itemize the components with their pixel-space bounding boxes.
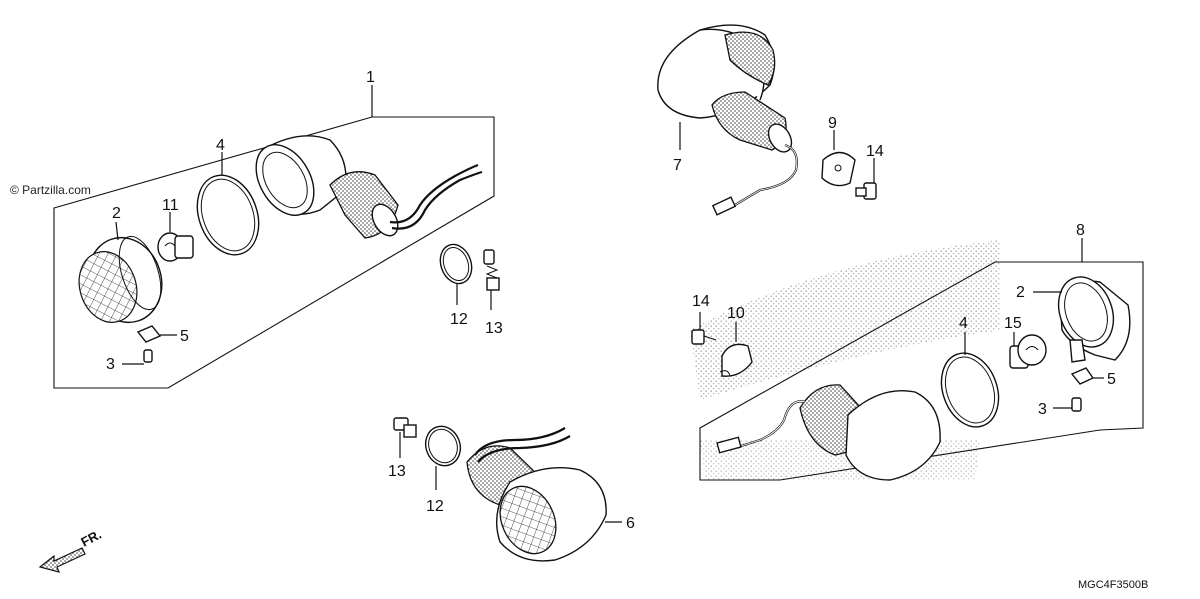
callout-15[interactable]: 15 bbox=[1004, 315, 1022, 332]
callout-4-left[interactable]: 4 bbox=[216, 137, 225, 154]
assembly-1-frame bbox=[53, 85, 495, 389]
callout-2-right[interactable]: 2 bbox=[1016, 284, 1025, 301]
nut-part-13-left[interactable] bbox=[483, 249, 500, 310]
callout-13-bottom[interactable]: 13 bbox=[388, 463, 406, 480]
lens-part-2-left[interactable] bbox=[70, 221, 172, 332]
callout-7[interactable]: 7 bbox=[673, 157, 682, 174]
screw-part-14-upper[interactable] bbox=[855, 158, 877, 200]
screw-part-3-left[interactable] bbox=[122, 349, 153, 365]
oring-part-12-bottom[interactable] bbox=[420, 421, 466, 490]
bulb-part-15[interactable] bbox=[1009, 332, 1047, 369]
callout-9[interactable]: 9 bbox=[828, 115, 837, 132]
callout-8[interactable]: 8 bbox=[1076, 222, 1085, 239]
diagram-code: MGC4F3500B bbox=[1078, 579, 1148, 591]
housing-part-7[interactable] bbox=[657, 24, 798, 216]
nut-part-13-bottom[interactable] bbox=[393, 417, 417, 458]
callout-10[interactable]: 10 bbox=[727, 305, 745, 322]
callout-5-right[interactable]: 5 bbox=[1107, 371, 1116, 388]
screw-part-3-right[interactable] bbox=[1053, 397, 1082, 412]
plate-part-9[interactable] bbox=[821, 130, 856, 187]
callout-12-bottom[interactable]: 12 bbox=[426, 498, 444, 515]
callout-14-lower[interactable]: 14 bbox=[692, 293, 710, 310]
callout-4-right[interactable]: 4 bbox=[959, 315, 968, 332]
callout-14-upper[interactable]: 14 bbox=[866, 143, 884, 160]
bulb-part-11[interactable] bbox=[157, 212, 194, 262]
assembly-8-frame bbox=[699, 238, 1144, 481]
oring-part-12-left[interactable] bbox=[435, 240, 477, 305]
callout-1[interactable]: 1 bbox=[366, 69, 375, 86]
front-direction-arrow: FR. bbox=[38, 527, 104, 573]
housing-part-6[interactable] bbox=[466, 427, 622, 563]
ring-part-4-right[interactable] bbox=[932, 332, 1009, 435]
callout-3-left[interactable]: 3 bbox=[106, 356, 115, 373]
plate-part-10[interactable] bbox=[719, 322, 753, 377]
lens-part-2-right[interactable] bbox=[1033, 269, 1131, 363]
housing-assembly-8[interactable] bbox=[716, 384, 941, 481]
callout-2-left[interactable]: 2 bbox=[112, 205, 121, 222]
callout-11[interactable]: 11 bbox=[162, 197, 179, 214]
ring-part-4-left[interactable] bbox=[187, 152, 270, 263]
screw-part-14-lower[interactable] bbox=[691, 312, 717, 345]
callout-5-left[interactable]: 5 bbox=[180, 328, 189, 345]
callout-13-left[interactable]: 13 bbox=[485, 320, 503, 337]
watermark-text: © Partzilla.com bbox=[10, 183, 91, 197]
direction-label: FR. bbox=[78, 527, 104, 550]
callout-6[interactable]: 6 bbox=[626, 515, 635, 532]
callout-12-left[interactable]: 12 bbox=[450, 311, 468, 328]
callout-3-right[interactable]: 3 bbox=[1038, 401, 1047, 418]
clip-part-5-left[interactable] bbox=[136, 325, 177, 343]
clip-part-5-right[interactable] bbox=[1070, 367, 1104, 385]
housing-assembly-1[interactable] bbox=[244, 135, 483, 241]
